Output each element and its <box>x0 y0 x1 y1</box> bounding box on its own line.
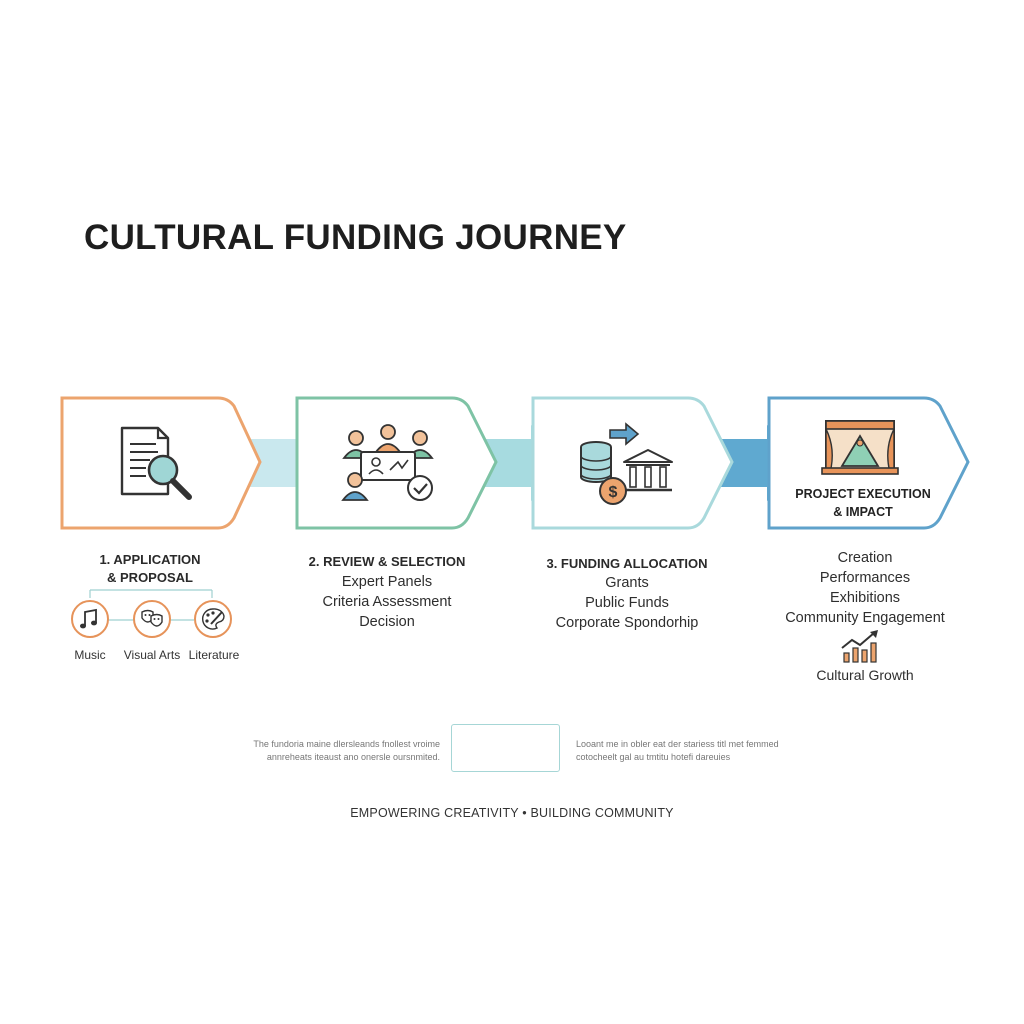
stage-3-items: Grants Public Funds Corporate Spondorhip <box>527 573 727 633</box>
category-connectors <box>89 589 213 621</box>
stage-4-item: Community Engagement <box>785 610 945 626</box>
svg-text:$: $ <box>609 484 618 501</box>
stage-4-item: Exhibitions <box>829 590 901 606</box>
note-left-line2: annreheats iteaust ano onersle oursnmite… <box>266 752 440 762</box>
stage-1-label-line2: & PROPOSAL <box>107 570 193 585</box>
stage-2-items: Expert Panels Criteria Assessment Decisi… <box>297 572 477 632</box>
stage-4-label-line1: PROJECT EXECUTION <box>795 487 931 501</box>
growth-label: Cultural Growth <box>816 667 914 683</box>
stage-3-item: Public Funds <box>585 595 669 611</box>
panel-review-icon <box>341 424 434 501</box>
note-right: Looant me in obler eat der stariess titl… <box>576 738 806 764</box>
stage-3-item: Corporate Spondorhip <box>555 615 699 631</box>
document-magnifier-icon <box>120 426 192 500</box>
category-literature <box>194 600 232 638</box>
palette-brush-icon <box>201 608 225 630</box>
category-label-literature: Literature <box>188 648 240 662</box>
theater-stage-icon <box>821 420 899 475</box>
stage-4-label: PROJECT EXECUTION & IMPACT <box>780 485 946 521</box>
stage-3-label: 3. FUNDING ALLOCATION <box>546 556 708 571</box>
note-right-line2: cotocheelt gal au tmtitu hotefi dareuies <box>576 752 731 762</box>
stage-2-item: Decision <box>359 614 415 630</box>
category-label-visual-arts: Visual Arts <box>123 648 181 662</box>
stage-4-item: Performances <box>819 570 911 586</box>
growth-chart-icon <box>841 630 878 663</box>
stage-1-label: 1. APPLICATION & PROPOSAL <box>70 551 230 587</box>
category-visual-arts <box>133 600 171 638</box>
stage-2-item: Criteria Assessment <box>322 594 452 610</box>
stage-1-label-line1: 1. APPLICATION <box>99 552 201 567</box>
stage-4-items: Creation Performances Exhibitions Commun… <box>770 548 960 628</box>
legend-box <box>451 724 560 772</box>
stage-3-item: Grants <box>605 575 649 591</box>
note-left-line1: The fundoria maine dlersleands fnollest … <box>253 739 440 749</box>
stage-4-item: Creation <box>837 550 893 566</box>
page-title: CULTURAL FUNDING JOURNEY <box>84 218 627 257</box>
stage-4-label-line2: & IMPACT <box>833 505 893 519</box>
music-note-icon <box>80 608 97 629</box>
footer-tagline: EMPOWERING CREATIVITY • BUILDING COMMUNI… <box>350 806 674 820</box>
note-right-line1: Looant me in obler eat der stariess titl… <box>576 739 779 749</box>
category-music <box>71 600 109 638</box>
theater-masks-icon <box>141 609 163 627</box>
category-label-music: Music <box>74 648 106 662</box>
stage-2-item: Expert Panels <box>341 574 433 590</box>
note-left: The fundoria maine dlersleands fnollest … <box>228 738 440 764</box>
stage-2-label: 2. REVIEW & SELECTION <box>308 554 466 569</box>
coins-bank-icon: $ <box>580 422 673 505</box>
